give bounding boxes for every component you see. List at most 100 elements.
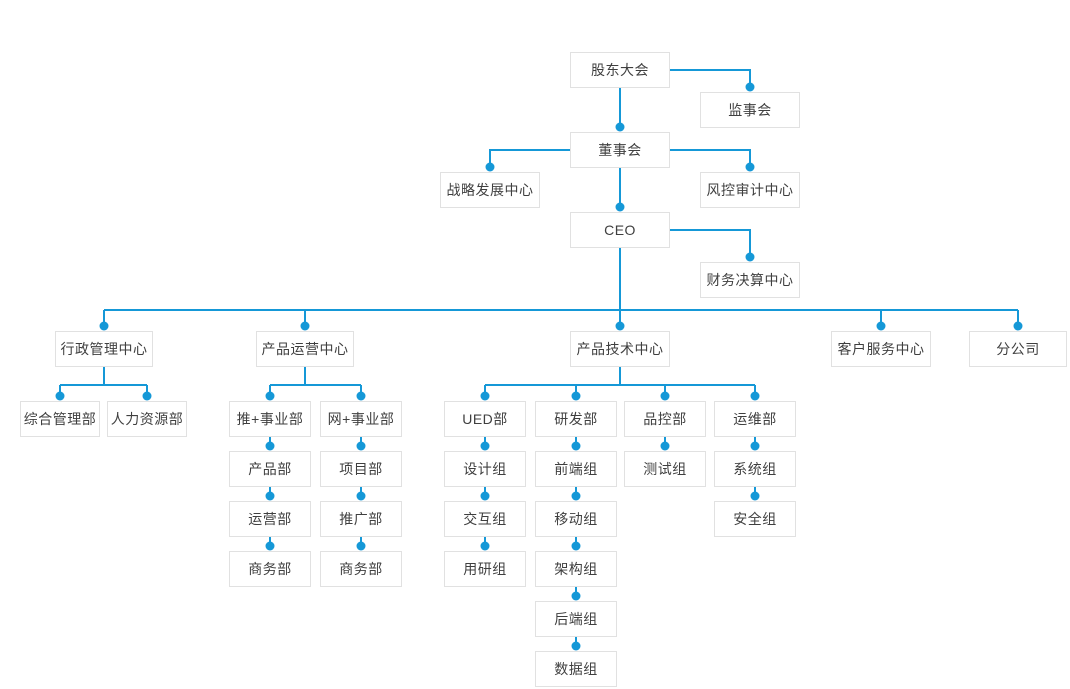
- org-node-customer-service-center[interactable]: 客户服务中心: [831, 331, 931, 367]
- org-node-label: 商务部: [339, 561, 383, 577]
- org-node-label: 数据组: [554, 661, 598, 677]
- org-node-label: 人力资源部: [110, 411, 184, 427]
- org-node-mobile-group[interactable]: 移动组: [535, 501, 617, 537]
- org-node-testing-group[interactable]: 测试组: [624, 451, 706, 487]
- org-node-label: 移动组: [554, 511, 598, 527]
- connector-dot: [745, 252, 755, 262]
- connector-dot: [480, 541, 490, 551]
- org-node-label: UED部: [462, 411, 508, 427]
- org-node-label: 行政管理中心: [60, 341, 148, 357]
- org-node-admin-center[interactable]: 行政管理中心: [55, 331, 153, 367]
- org-node-label: 战略发展中心: [446, 182, 534, 198]
- connector-dot: [750, 491, 760, 501]
- connector-dot: [745, 82, 755, 92]
- org-node-rd-dept[interactable]: 研发部: [535, 401, 617, 437]
- org-node-strategy-dev-center[interactable]: 战略发展中心: [440, 172, 540, 208]
- org-node-label: 前端组: [554, 461, 598, 477]
- connector-dot: [480, 441, 490, 451]
- org-node-product-dept[interactable]: 产品部: [229, 451, 311, 487]
- connector-dot: [571, 391, 581, 401]
- org-node-project-dept[interactable]: 项目部: [320, 451, 402, 487]
- org-node-label: 商务部: [248, 561, 292, 577]
- connector-dot: [615, 202, 625, 212]
- org-node-architecture-group[interactable]: 架构组: [535, 551, 617, 587]
- org-node-operations-dept[interactable]: 运营部: [229, 501, 311, 537]
- org-node-label: 风控审计中心: [706, 182, 794, 198]
- connector-line: [489, 149, 570, 171]
- org-node-label: 产品运营中心: [261, 341, 349, 357]
- org-node-ceo[interactable]: CEO: [570, 212, 670, 248]
- org-node-label: 用研组: [463, 561, 507, 577]
- connector-dot: [750, 441, 760, 451]
- connector-dot: [356, 441, 366, 451]
- connector-dot: [356, 391, 366, 401]
- org-node-label: 系统组: [733, 461, 777, 477]
- connector-line: [670, 229, 751, 261]
- connector-dot: [480, 491, 490, 501]
- connector-dot: [571, 441, 581, 451]
- org-node-label: 财务决算中心: [706, 272, 794, 288]
- org-node-label: 项目部: [339, 461, 383, 477]
- org-node-label: 后端组: [554, 611, 598, 627]
- connector-dot: [660, 441, 670, 451]
- org-node-label: 分公司: [996, 341, 1040, 357]
- connector-dot: [571, 491, 581, 501]
- org-node-interaction-group[interactable]: 交互组: [444, 501, 526, 537]
- connector-dot: [1013, 321, 1023, 331]
- connector-dot: [55, 391, 65, 401]
- org-node-backend-group[interactable]: 后端组: [535, 601, 617, 637]
- org-node-shareholders-meeting[interactable]: 股东大会: [570, 52, 670, 88]
- org-node-label: 综合管理部: [23, 411, 97, 427]
- org-node-product-tech-center[interactable]: 产品技术中心: [570, 331, 670, 367]
- connector-dot: [265, 541, 275, 551]
- org-node-label: 架构组: [554, 561, 598, 577]
- org-node-label: 交互组: [463, 511, 507, 527]
- org-node-design-group[interactable]: 设计组: [444, 451, 526, 487]
- connector-dot: [300, 321, 310, 331]
- connector-dot: [571, 591, 581, 601]
- org-node-label: 安全组: [733, 511, 777, 527]
- org-node-frontend-group[interactable]: 前端组: [535, 451, 617, 487]
- connector-dot: [265, 491, 275, 501]
- connector-dot: [745, 162, 755, 172]
- org-node-label: CEO: [604, 222, 636, 238]
- org-node-branch-company[interactable]: 分公司: [969, 331, 1067, 367]
- org-node-label: 运维部: [733, 411, 777, 427]
- org-node-business-dept-2[interactable]: 商务部: [320, 551, 402, 587]
- connector-dot: [142, 391, 152, 401]
- connector-dot: [99, 321, 109, 331]
- org-node-label: 产品技术中心: [576, 341, 664, 357]
- org-node-business-dept-1[interactable]: 商务部: [229, 551, 311, 587]
- connector-dot: [480, 391, 490, 401]
- org-node-data-group[interactable]: 数据组: [535, 651, 617, 687]
- connector-dot: [265, 441, 275, 451]
- connector-dot: [571, 541, 581, 551]
- org-node-ops-dept[interactable]: 运维部: [714, 401, 796, 437]
- org-node-tui-business-unit[interactable]: 推+事业部: [229, 401, 311, 437]
- org-node-finance-center[interactable]: 财务决算中心: [700, 262, 800, 298]
- connector-dot: [571, 641, 581, 651]
- org-node-supervisory-board[interactable]: 监事会: [700, 92, 800, 128]
- org-node-label: 运营部: [248, 511, 292, 527]
- connector-dot: [485, 162, 495, 172]
- org-node-ued-dept[interactable]: UED部: [444, 401, 526, 437]
- org-node-label: 设计组: [463, 461, 507, 477]
- org-node-user-research-group[interactable]: 用研组: [444, 551, 526, 587]
- org-node-board-of-directors[interactable]: 董事会: [570, 132, 670, 168]
- connector-dot: [615, 122, 625, 132]
- connector-dot: [265, 391, 275, 401]
- connector-line: [670, 69, 751, 91]
- org-node-label: 品控部: [643, 411, 687, 427]
- org-node-security-group[interactable]: 安全组: [714, 501, 796, 537]
- org-node-hr-dept[interactable]: 人力资源部: [107, 401, 187, 437]
- org-node-qc-dept[interactable]: 品控部: [624, 401, 706, 437]
- org-node-system-group[interactable]: 系统组: [714, 451, 796, 487]
- org-node-label: 客户服务中心: [837, 341, 925, 357]
- org-node-general-admin-dept[interactable]: 综合管理部: [20, 401, 100, 437]
- org-node-wang-business-unit[interactable]: 网+事业部: [320, 401, 402, 437]
- org-node-risk-audit-center[interactable]: 风控审计中心: [700, 172, 800, 208]
- org-node-product-ops-center[interactable]: 产品运营中心: [256, 331, 354, 367]
- org-node-label: 研发部: [554, 411, 598, 427]
- connector-dot: [876, 321, 886, 331]
- org-node-promotion-dept[interactable]: 推广部: [320, 501, 402, 537]
